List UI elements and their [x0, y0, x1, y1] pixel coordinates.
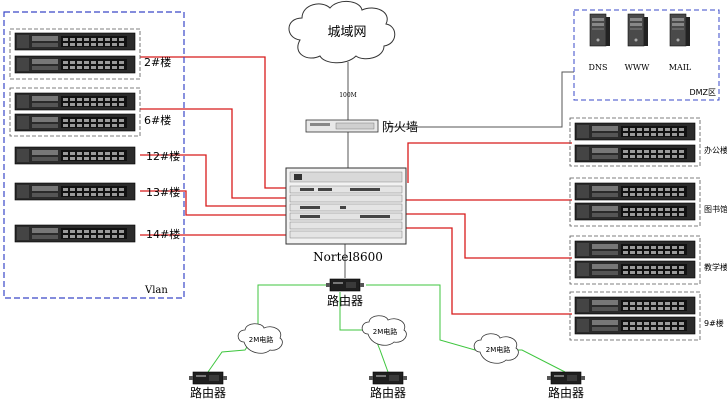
switch-6b-icon — [14, 113, 136, 132]
building-14-label: 14#楼 — [146, 227, 180, 241]
branch-router-middle-label: 路由器 — [370, 385, 406, 400]
internet-label: 城域网 — [327, 25, 366, 40]
mail-label: MAIL — [669, 63, 692, 72]
switch-office-a-icon — [574, 122, 696, 141]
vlan-label: Vlan — [144, 285, 168, 296]
main-router-icon — [325, 278, 365, 292]
bandwidth-label: 100M — [339, 92, 357, 99]
switch-6a-icon — [14, 92, 136, 111]
dmz-zone — [573, 9, 720, 101]
branch-router-right-label: 路由器 — [548, 385, 584, 400]
circuit-left-label: 2M电路 — [249, 335, 274, 344]
switch-2b-icon — [14, 55, 136, 74]
link-2-building — [140, 56, 286, 189]
office-group — [569, 117, 701, 167]
link-13-building — [140, 190, 286, 216]
switch-teaching-b-icon — [574, 260, 696, 279]
vlan-zone — [3, 11, 185, 299]
branch-router-middle-icon — [368, 371, 408, 385]
link-teaching — [406, 213, 572, 259]
core-switch-chassis — [285, 167, 407, 245]
switch-2a-icon — [14, 32, 136, 51]
office-label: 办公楼 — [704, 145, 727, 155]
www-label: WWW — [625, 63, 650, 72]
main-router-label: 路由器 — [327, 293, 363, 308]
switch-library-b-icon — [574, 202, 696, 221]
branch-router-right-icon — [546, 371, 586, 385]
library-group — [569, 177, 701, 227]
branch-router-left-label: 路由器 — [190, 385, 226, 400]
switch-14-icon — [14, 224, 136, 243]
link-12-building — [140, 154, 286, 207]
link-office — [407, 142, 572, 183]
circuit-cloud-left — [237, 323, 283, 354]
firewall-device — [305, 119, 379, 133]
dmz-label: DMZ区 — [689, 88, 716, 97]
switch-12-icon — [14, 146, 136, 165]
internet-cloud — [288, 1, 396, 64]
building-9-label: 9#楼 — [704, 318, 724, 328]
circuit-middle-label: 2M电路 — [373, 327, 398, 336]
link-building-9 — [406, 227, 572, 315]
link-6-building — [140, 108, 286, 199]
building-9-group — [569, 291, 701, 341]
teaching-group — [569, 235, 701, 285]
circuit-cloud-middle — [361, 315, 407, 346]
switch-teaching-a-icon — [574, 240, 696, 259]
branch-router-left-icon — [188, 371, 228, 385]
switch-office-b-icon — [574, 144, 696, 163]
building-12-label: 12#楼 — [146, 149, 180, 163]
building-13-label: 13#楼 — [146, 185, 180, 199]
circuit-right-label: 2M电路 — [486, 345, 511, 354]
dns-server-icon — [589, 13, 611, 47]
switch-9b-icon — [574, 316, 696, 335]
building-2-label: 2#楼 — [144, 55, 171, 69]
switch-9a-icon — [574, 296, 696, 315]
mail-server-icon — [669, 13, 691, 47]
library-label: 图书馆 — [704, 204, 727, 214]
switch-library-a-icon — [574, 182, 696, 201]
wan-link-right — [366, 284, 566, 373]
www-server-icon — [627, 13, 649, 47]
core-switch-label: Nortel8600 — [313, 250, 383, 264]
firewall-label: 防火墙 — [382, 119, 418, 134]
building-6-label: 6#楼 — [144, 113, 171, 127]
dns-label: DNS — [589, 63, 608, 72]
teaching-label: 教学楼 — [704, 262, 727, 272]
circuit-cloud-right — [473, 333, 519, 364]
firewall-dmz-link — [388, 71, 574, 128]
building-6-group — [9, 87, 141, 137]
switch-13-icon — [14, 182, 136, 201]
